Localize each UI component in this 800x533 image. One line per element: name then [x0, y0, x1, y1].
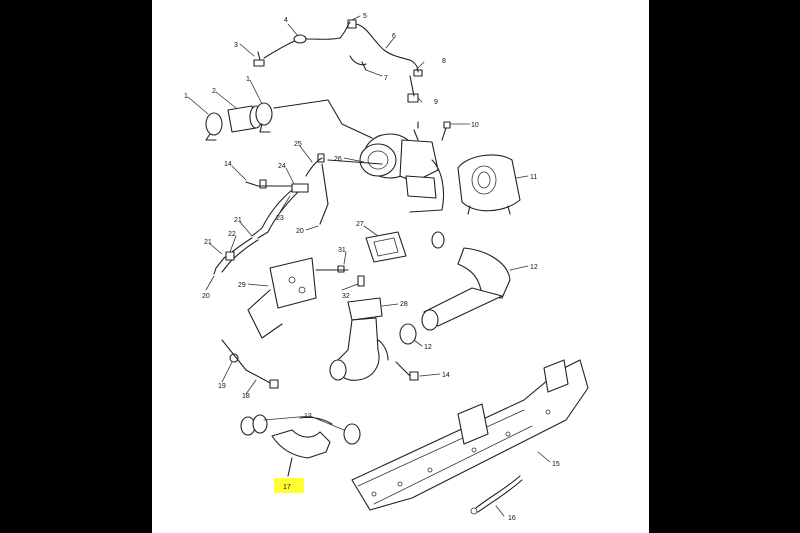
callout-1b: 1 — [246, 76, 250, 83]
clamp-tube-group — [205, 99, 373, 141]
callout-31: 31 — [338, 247, 346, 254]
callout-26: 26 — [334, 156, 342, 163]
callout-16: 16 — [508, 515, 516, 522]
cotter-pin — [470, 475, 523, 515]
callout-12b: 12 — [424, 344, 432, 351]
callout-15: 15 — [552, 461, 560, 468]
turbocharger — [359, 121, 445, 213]
gasket — [365, 231, 407, 263]
leader-lines — [187, 15, 551, 517]
callout-12c: 12 — [304, 413, 312, 420]
callout-24: 24 — [278, 163, 286, 170]
callout-17: 17 — [283, 484, 291, 491]
exploded-view-diagram: 1 2 1 3 4 5 6 7 8 9 10 14 24 25 26 11 23… — [184, 13, 589, 522]
callout-1a: 1 — [184, 93, 188, 100]
callout-9: 9 — [434, 99, 438, 106]
callout-20a: 20 — [296, 228, 304, 235]
callout-11: 11 — [530, 174, 537, 181]
pipe-right — [399, 231, 511, 345]
exhaust-manifold — [351, 359, 589, 511]
callout-14b: 14 — [442, 372, 450, 379]
callout-10: 10 — [471, 122, 479, 129]
callout-25: 25 — [294, 141, 302, 148]
callout-5: 5 — [363, 13, 367, 20]
callout-27: 27 — [356, 221, 364, 228]
callout-19: 19 — [218, 383, 226, 390]
bolts-lower-left — [221, 339, 279, 389]
callout-22: 22 — [228, 231, 236, 238]
oil-line-left — [213, 153, 383, 275]
callout-21b: 21 — [204, 239, 212, 246]
callout-2: 2 — [212, 88, 216, 95]
line-assembly-top — [253, 19, 423, 103]
bolt-10 — [441, 121, 451, 141]
lower-pipe-17 — [240, 414, 361, 477]
callout-29: 29 — [238, 282, 246, 289]
callout-7: 7 — [384, 75, 388, 82]
heat-shield — [457, 154, 521, 215]
callout-8: 8 — [442, 58, 446, 65]
callout-18: 18 — [242, 393, 250, 400]
callout-20b: 20 — [202, 293, 210, 300]
callout-32: 32 — [342, 293, 350, 300]
bracket — [247, 257, 365, 339]
exhaust-elbow — [329, 297, 389, 381]
bolt-14-mid — [395, 361, 419, 381]
callout-28: 28 — [400, 301, 408, 308]
callout-3: 3 — [234, 42, 238, 49]
callout-14a: 14 — [224, 161, 232, 168]
callout-labels: 1 2 1 3 4 5 6 7 8 9 10 14 24 25 26 11 23… — [184, 13, 560, 522]
diagram-sheet: 1 2 1 3 4 5 6 7 8 9 10 14 24 25 26 11 23… — [152, 0, 649, 533]
callout-17-highlight — [274, 478, 304, 493]
callout-6: 6 — [392, 33, 396, 40]
callout-21a: 21 — [234, 217, 242, 224]
callout-23: 23 — [276, 215, 284, 222]
callout-12a: 12 — [530, 264, 538, 271]
callout-4: 4 — [284, 17, 288, 24]
